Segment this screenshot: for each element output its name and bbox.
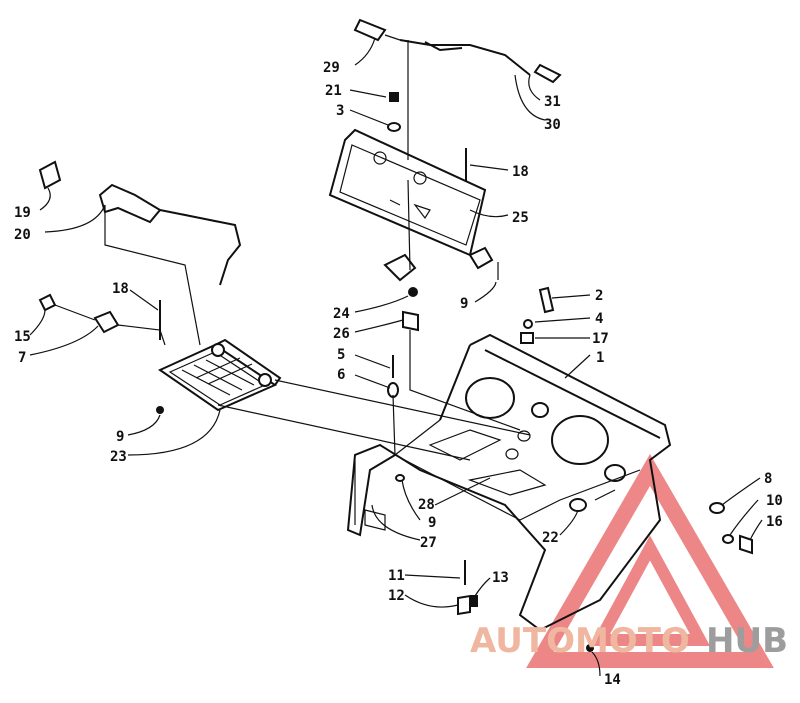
assembly-lines bbox=[54, 40, 616, 501]
callout-9-left: 9 bbox=[116, 429, 124, 445]
callout-10: 10 bbox=[766, 493, 783, 509]
callout-23: 23 bbox=[110, 449, 127, 465]
callout-8: 8 bbox=[764, 471, 772, 487]
callout-11: 11 bbox=[388, 568, 405, 584]
choke-cable-assembly bbox=[38, 160, 242, 286]
callout-21: 21 bbox=[325, 83, 342, 99]
callout-3: 3 bbox=[336, 103, 344, 119]
watermark-logo-icon bbox=[526, 454, 774, 668]
bezel-brackets bbox=[383, 246, 494, 282]
callout-14: 14 bbox=[604, 672, 621, 688]
callout-13: 13 bbox=[492, 570, 509, 586]
callout-4: 4 bbox=[595, 311, 603, 327]
callout-9-low: 9 bbox=[428, 515, 436, 531]
callout-12: 12 bbox=[388, 588, 405, 604]
callout-6: 6 bbox=[337, 367, 345, 383]
leader-lines bbox=[29, 37, 763, 677]
callout-30: 30 bbox=[544, 117, 561, 133]
instrument-bezel bbox=[328, 128, 487, 257]
callout-2: 2 bbox=[595, 288, 603, 304]
callout-25: 25 bbox=[512, 210, 529, 226]
callout-18-top: 18 bbox=[512, 164, 529, 180]
callout-22: 22 bbox=[542, 530, 559, 546]
watermark-text: AUTOMOTO HUB bbox=[470, 621, 788, 661]
callout-28: 28 bbox=[418, 497, 435, 513]
callout-1: 1 bbox=[596, 350, 604, 366]
callout-17: 17 bbox=[592, 331, 609, 347]
callout-31: 31 bbox=[544, 94, 561, 110]
dashboard-panel bbox=[346, 333, 672, 632]
speedometer-cable bbox=[353, 18, 562, 84]
callout-16: 16 bbox=[766, 514, 783, 530]
callout-labels: 29 21 3 31 30 18 25 19 20 18 15 7 9 23 2… bbox=[14, 60, 783, 688]
callout-5: 5 bbox=[337, 347, 345, 363]
callout-26: 26 bbox=[333, 326, 350, 342]
callout-9-mid: 9 bbox=[460, 296, 468, 312]
watermark-automoto: AUTOMOTO bbox=[470, 621, 690, 661]
callout-20: 20 bbox=[14, 227, 31, 243]
callout-24: 24 bbox=[333, 306, 350, 322]
callout-19: 19 bbox=[14, 205, 31, 221]
callout-27: 27 bbox=[420, 535, 437, 551]
callout-29: 29 bbox=[323, 60, 340, 76]
callout-7: 7 bbox=[18, 350, 26, 366]
watermark-hub: HUB bbox=[706, 621, 788, 661]
callout-18-left: 18 bbox=[112, 281, 129, 297]
foot-plate bbox=[157, 338, 282, 412]
callout-15: 15 bbox=[14, 329, 31, 345]
